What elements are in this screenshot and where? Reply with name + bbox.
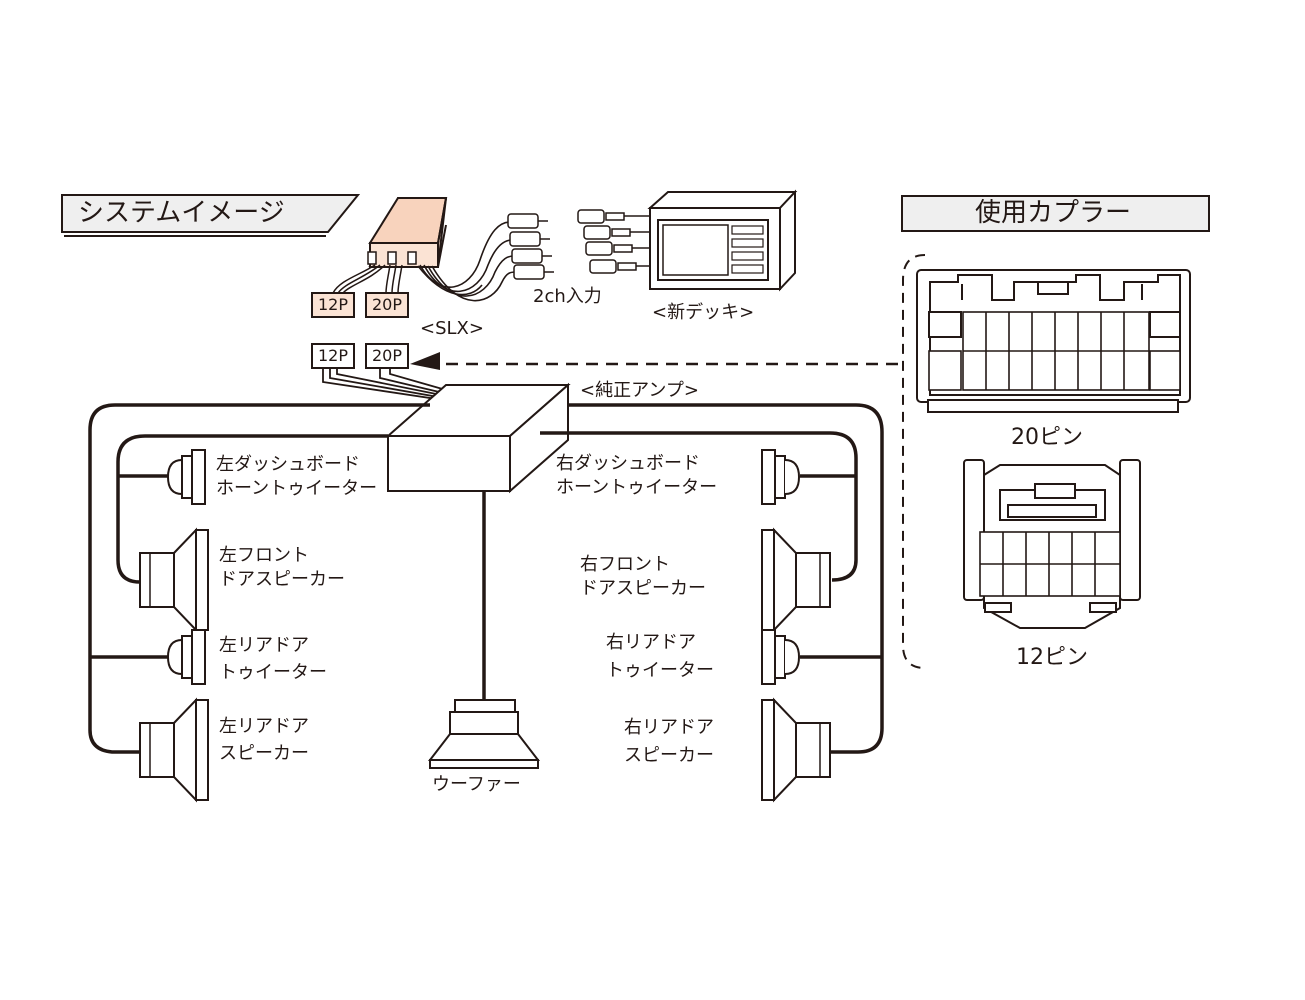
slx-plug-20p (365, 292, 409, 318)
factory-amp (385, 382, 571, 494)
woofer-icon (427, 699, 541, 769)
slx-plug-12p (311, 292, 355, 318)
speaker-wiring (88, 403, 884, 754)
left-dash-tweeter-label-2: ホーントゥイーター (216, 478, 378, 499)
right-dash-tweeter-label-2: ホーントゥイーター (556, 477, 718, 498)
left-rear-speaker-icon (139, 697, 209, 803)
right-rear-speaker-label-2: スピーカー (624, 745, 714, 766)
left-rear-tweeter-label-1: 左リアドア (219, 635, 309, 656)
left-front-speaker-icon (139, 527, 209, 633)
right-rear-tweeter-icon (761, 629, 801, 685)
right-rear-speaker-label-1: 右リアドア (624, 717, 714, 738)
left-rear-speaker-label-1: 左リアドア (219, 716, 309, 737)
slx-unit (367, 197, 448, 268)
right-front-speaker-label-1: 右フロント (580, 554, 670, 575)
coupler-20pin-icon (916, 269, 1191, 413)
coupler-12pin-icon (963, 459, 1141, 629)
slx-harness-wires (332, 264, 403, 294)
coupler-12pin-label: 12ピン (1016, 645, 1088, 670)
coupler-20pin-label: 20ピン (1011, 425, 1083, 450)
new-deck-label: <新デッキ> (652, 302, 755, 323)
2ch-input-label: 2ch入力 (533, 286, 602, 307)
slx-unit-label: <SLX> (420, 318, 484, 339)
left-dash-tweeter-icon (166, 449, 206, 505)
couplers-header-tab (901, 195, 1210, 232)
factory-plug-12p-label: 12P (317, 346, 348, 365)
rca-cables-slx (417, 221, 517, 302)
coupler-bracket (902, 254, 926, 669)
rca-plugs-right (577, 209, 650, 274)
left-rear-tweeter-label-2: トゥイーター (219, 662, 327, 683)
left-front-speaker-label-2: ドアスピーカー (219, 569, 345, 590)
factory-amp-label: <純正アンプ> (580, 380, 699, 401)
right-rear-speaker-icon (761, 697, 831, 803)
couplers-used-title: 使用カプラー (975, 198, 1132, 228)
system-image-title: システムイメージ (78, 198, 285, 228)
rca-plugs-left (507, 213, 554, 280)
factory-plug-20p-label: 20P (371, 346, 402, 365)
right-front-speaker-label-2: ドアスピーカー (580, 578, 706, 599)
right-dash-tweeter-icon (761, 449, 801, 505)
right-front-speaker-icon (761, 527, 831, 633)
right-rear-tweeter-label-2: トゥイーター (606, 660, 714, 681)
system-image-header-tab (61, 194, 361, 237)
right-dash-tweeter-label-1: 右ダッシュボード (556, 453, 700, 474)
slx-plug-20p-label: 20P (371, 295, 402, 314)
factory-plug-20p (365, 343, 409, 369)
right-rear-tweeter-label-1: 右リアドア (606, 632, 696, 653)
left-dash-tweeter-label-1: 左ダッシュボード (216, 454, 360, 475)
left-rear-speaker-label-2: スピーカー (219, 743, 309, 764)
left-front-speaker-label-1: 左フロント (219, 545, 309, 566)
left-rear-tweeter-icon (166, 629, 206, 685)
woofer-label: ウーファー (432, 774, 521, 795)
factory-plug-12p (311, 343, 355, 369)
new-deck (647, 189, 798, 292)
arrow-head (410, 352, 440, 370)
slx-plug-12p-label: 12P (317, 295, 348, 314)
